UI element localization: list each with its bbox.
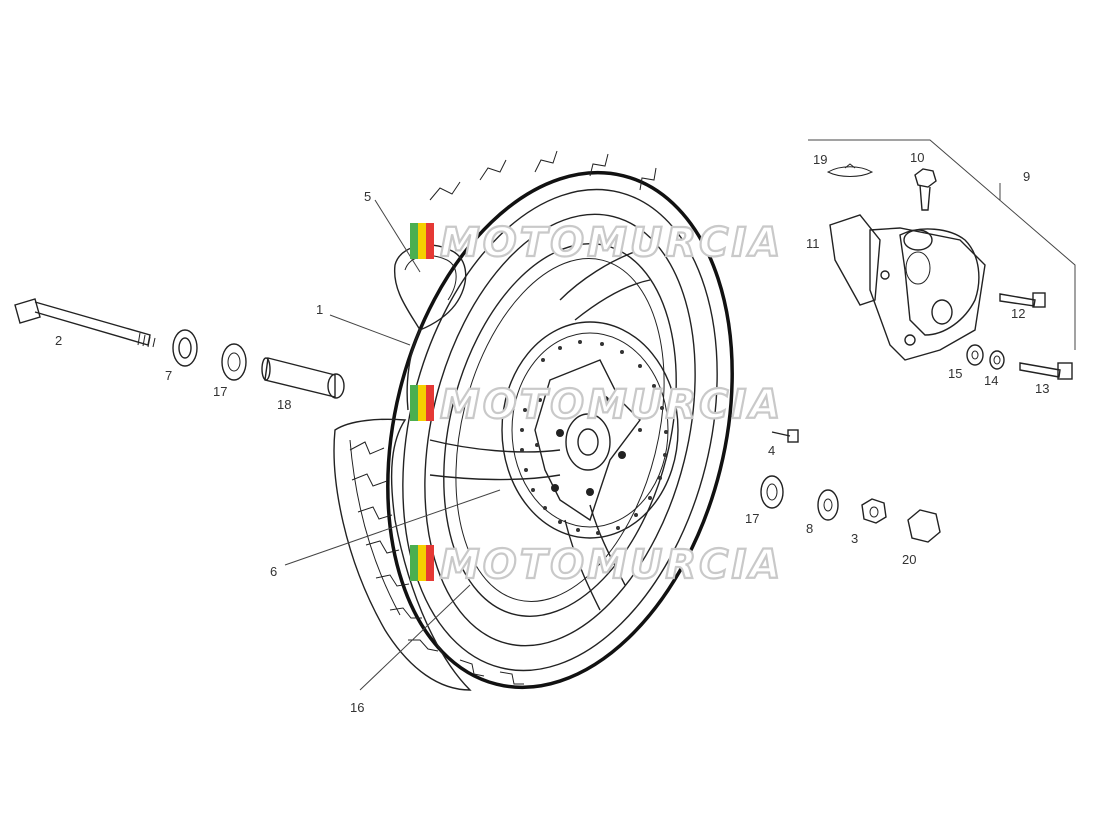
callout-10: 10	[910, 150, 924, 165]
callout-1: 1	[316, 302, 323, 317]
watermark-text-bottom: MOTOMURCIA	[440, 542, 783, 588]
callout-11: 11	[806, 236, 820, 251]
nut-3	[861, 498, 887, 524]
assembly-bracket-9	[808, 139, 1076, 350]
spacer-18	[261, 357, 345, 399]
caliper-body	[899, 228, 980, 336]
callout-4: 4	[768, 443, 775, 458]
watermark-bottom: MOTOMURCIA	[410, 541, 783, 589]
callout-17-left: 17	[213, 384, 227, 399]
callout-13: 13	[1035, 381, 1049, 396]
bearing-17-left	[221, 343, 247, 381]
watermark-text-middle: MOTOMURCIA	[440, 382, 783, 428]
callout-7: 7	[165, 368, 172, 383]
disc-holes	[520, 340, 668, 535]
axle	[14, 298, 156, 348]
washer-8	[817, 489, 839, 521]
tire	[333, 150, 734, 691]
callout-14: 14	[984, 373, 998, 388]
washer-15	[966, 344, 984, 366]
seal-7	[172, 329, 198, 367]
callout-9: 9	[1023, 169, 1030, 184]
callout-8: 8	[806, 521, 813, 536]
callout-19: 19	[813, 152, 827, 167]
callout-18: 18	[277, 397, 291, 412]
callout-5: 5	[364, 189, 371, 204]
callout-17-right: 17	[745, 511, 759, 526]
watermark-top: MOTOMURCIA	[410, 219, 783, 267]
bearing-17-right	[760, 475, 784, 509]
rim	[429, 243, 677, 617]
callout-20: 20	[902, 552, 916, 567]
brake-disc	[501, 321, 679, 539]
callout-labels: 1 2 3 4 5 6 7 8 9 10 11 12 13 14 15 16 1…	[55, 150, 1049, 715]
bolt-12	[999, 292, 1046, 308]
spring-clip-19	[826, 163, 874, 177]
callout-6: 6	[270, 564, 277, 579]
callout-3: 3	[851, 531, 858, 546]
callout-12: 12	[1011, 306, 1025, 321]
bolt-4	[771, 429, 799, 443]
leader-lines	[284, 183, 1001, 691]
watermark-middle: MOTOMURCIA	[410, 381, 783, 429]
callout-16: 16	[350, 700, 364, 715]
watermark-text-top: MOTOMURCIA	[440, 220, 783, 266]
washer-14	[989, 350, 1005, 370]
bleed-valve-10	[914, 168, 937, 211]
callout-15: 15	[948, 366, 962, 381]
bolt-13	[1019, 362, 1073, 380]
caliper-bracket-11	[829, 214, 986, 361]
callout-2: 2	[55, 333, 62, 348]
cap-20	[907, 509, 941, 543]
